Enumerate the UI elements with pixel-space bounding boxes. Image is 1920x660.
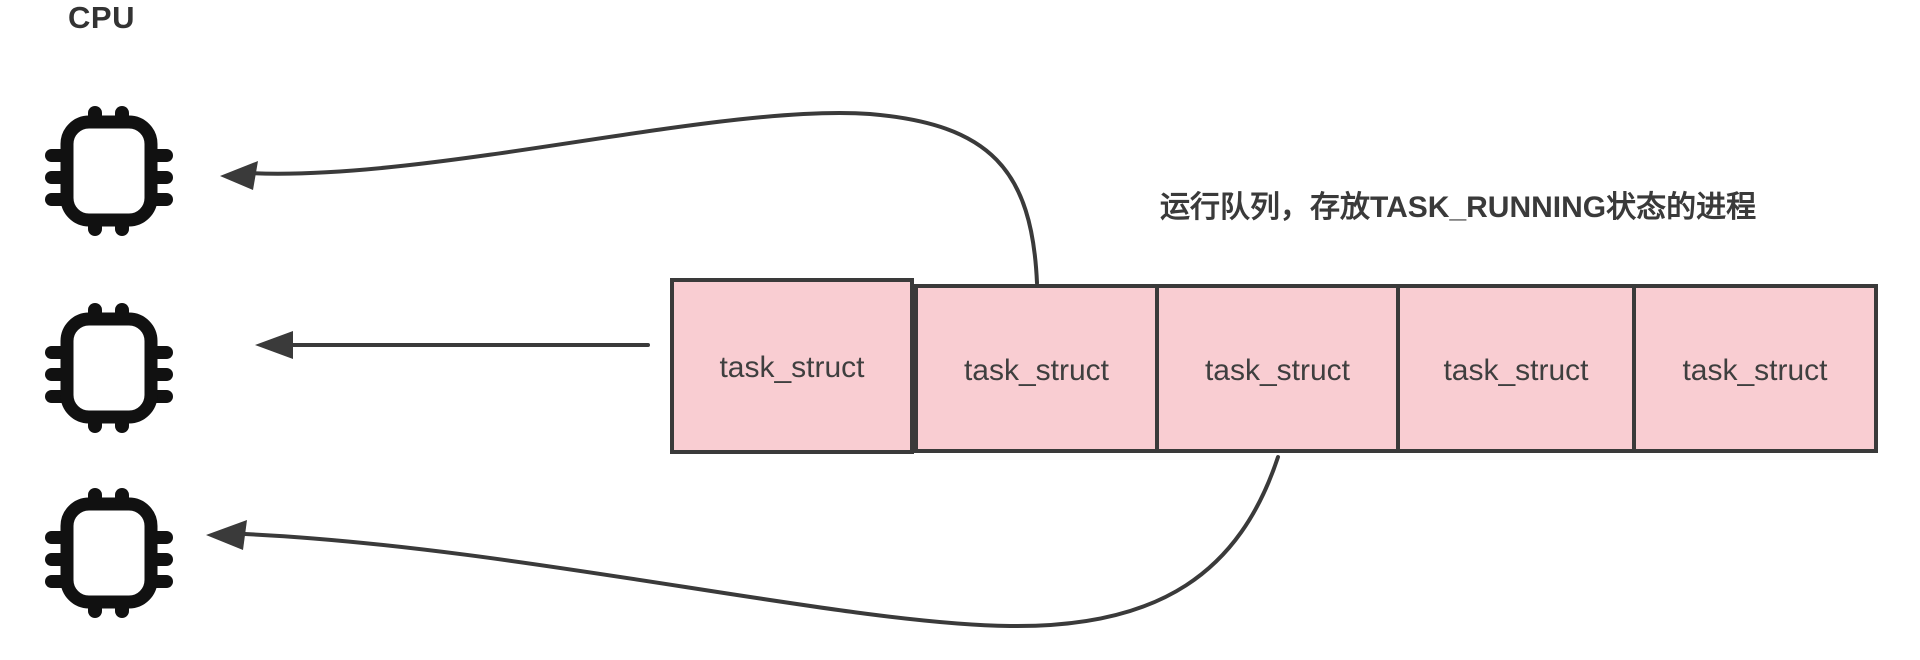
task-struct-label: task_struct xyxy=(1443,353,1589,387)
arrow-run-queue-to-cpu-1-icon xyxy=(220,110,1039,285)
task-struct-label: task_struct xyxy=(963,353,1110,387)
arrow-run-queue-to-cpu-2-icon xyxy=(255,331,650,359)
cpu-chip-icon xyxy=(45,488,173,618)
task-struct-box: task_struct xyxy=(914,284,1159,453)
arrow-run-queue-to-cpu-3-icon xyxy=(206,455,1280,629)
task-struct-label: task_struct xyxy=(1682,353,1828,387)
task-struct-label: task_struct xyxy=(719,351,865,384)
task-struct-label: task_struct xyxy=(1204,353,1351,387)
cpu-chip-icon xyxy=(45,106,173,236)
task-struct-box: task_struct xyxy=(1632,284,1878,453)
task-struct-box: task_struct xyxy=(1396,284,1636,453)
cpu-chip-icon xyxy=(45,303,173,433)
run-queue-caption: 运行队列，存放TASK_RUNNING状态的进程 xyxy=(1160,191,1757,224)
page-title: CPU xyxy=(68,0,135,35)
task-struct-box: task_struct xyxy=(670,278,914,454)
task-struct-box: task_struct xyxy=(1155,284,1400,453)
